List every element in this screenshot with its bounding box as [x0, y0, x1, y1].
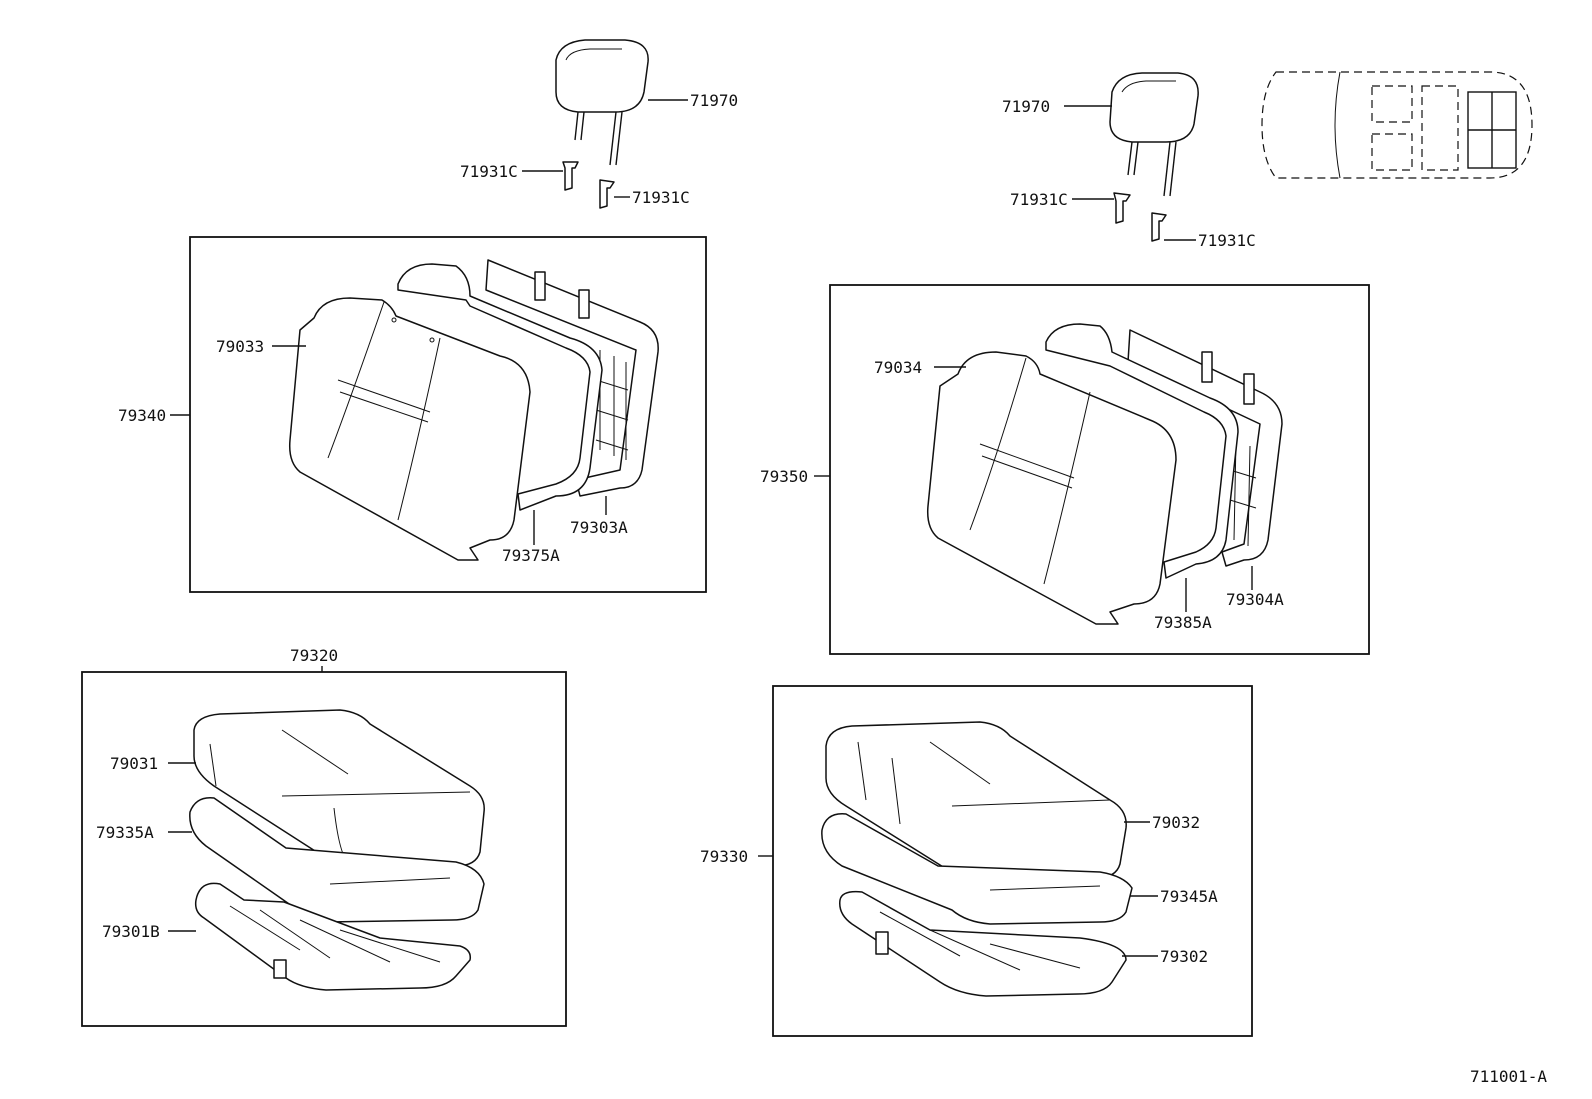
label-seatback-right-assy: 79350: [760, 467, 808, 486]
seatback-right-frame: [829, 284, 1370, 655]
headrest-guide-right-a[interactable]: [1113, 192, 1131, 224]
label-headrest-guide-right-a: 71931C: [1010, 190, 1068, 209]
headrest-guide-left-b[interactable]: [599, 179, 615, 209]
seatback-left-pad[interactable]: [397, 263, 603, 511]
label-headrest-left: 71970: [690, 91, 738, 110]
label-cushion-right-cover: 79032: [1152, 813, 1200, 832]
cushion-right-frame-part[interactable]: [839, 890, 1127, 997]
label-headrest-guide-right-b: 71931C: [1198, 231, 1256, 250]
headrest-guide-left-a[interactable]: [562, 161, 579, 191]
headrest-left[interactable]: [555, 39, 649, 166]
label-cushion-left-pad: 79335A: [96, 823, 154, 842]
label-headrest-guide-left-b: 71931C: [632, 188, 690, 207]
label-cushion-right-assy: 79330: [700, 847, 748, 866]
label-seatback-right-pad: 79385A: [1154, 613, 1212, 632]
label-cushion-left-cover: 79031: [110, 754, 158, 773]
label-seatback-right-frame: 79304A: [1226, 590, 1284, 609]
seatback-left-frame-part[interactable]: [485, 259, 659, 497]
seatback-right-frame-part[interactable]: [1127, 329, 1283, 567]
label-cushion-left-assy: 79320: [290, 646, 338, 665]
cushion-left-pad[interactable]: [189, 797, 485, 923]
label-seatback-right-cover: 79034: [874, 358, 922, 377]
cushion-right-cover[interactable]: [825, 721, 1127, 881]
label-cushion-right-frame: 79302: [1160, 947, 1208, 966]
label-seatback-left-pad: 79375A: [502, 546, 560, 565]
seatback-right-pad[interactable]: [1045, 323, 1239, 579]
label-seatback-left-cover: 79033: [216, 337, 264, 356]
label-cushion-right-pad: 79345A: [1160, 887, 1218, 906]
label-seatback-left-frame: 79303A: [570, 518, 628, 537]
cushion-left-frame: [81, 671, 567, 1027]
label-headrest-guide-left-a: 71931C: [460, 162, 518, 181]
seatback-left-cover[interactable]: [288, 297, 531, 561]
label-cushion-left-frame: 79301B: [102, 922, 160, 941]
headrest-right[interactable]: [1109, 72, 1199, 197]
vehicle-locator-icon: [1261, 71, 1533, 179]
label-seatback-left-assy: 79340: [118, 406, 166, 425]
diagram-id: 711001-A: [1470, 1067, 1547, 1086]
cushion-left-frame-part[interactable]: [194, 882, 472, 991]
cushion-right-frame: [772, 685, 1253, 1037]
label-headrest-right: 71970: [1002, 97, 1050, 116]
headrest-guide-right-b[interactable]: [1151, 212, 1167, 242]
seatback-right-cover[interactable]: [926, 351, 1177, 625]
cushion-right-pad[interactable]: [821, 813, 1133, 925]
